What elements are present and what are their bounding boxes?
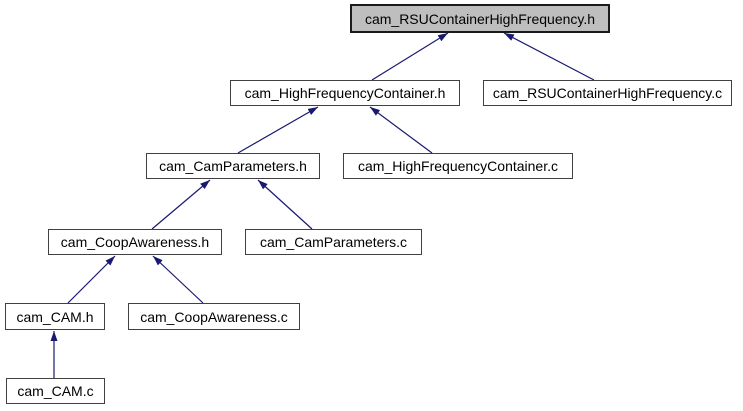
graph-edge [237, 106, 319, 154]
graph-edge [152, 255, 204, 304]
graph-node: cam_RSUContainerHighFrequency.h [350, 4, 610, 33]
graph-node[interactable]: cam_CAM.h [5, 303, 105, 330]
graph-edge [371, 32, 449, 81]
graph-node[interactable]: cam_CamParameters.h [146, 153, 320, 179]
graph-node[interactable]: cam_RSUContainerHighFrequency.c [483, 80, 732, 106]
graph-node[interactable]: cam_HighFrequencyContainer.h [230, 80, 460, 106]
graph-node[interactable]: cam_CoopAwareness.c [128, 303, 300, 330]
graph-node[interactable]: cam_CamParameters.c [245, 229, 422, 255]
graph-node[interactable]: cam_CAM.c [6, 378, 105, 404]
graph-edge [503, 32, 595, 81]
graph-node[interactable]: cam_HighFrequencyContainer.c [343, 153, 573, 179]
graph-edge [257, 179, 313, 230]
graph-edge [67, 255, 116, 304]
graph-node[interactable]: cam_CoopAwareness.h [48, 229, 222, 255]
graph-edge [151, 179, 211, 230]
graph-edge [369, 106, 433, 154]
